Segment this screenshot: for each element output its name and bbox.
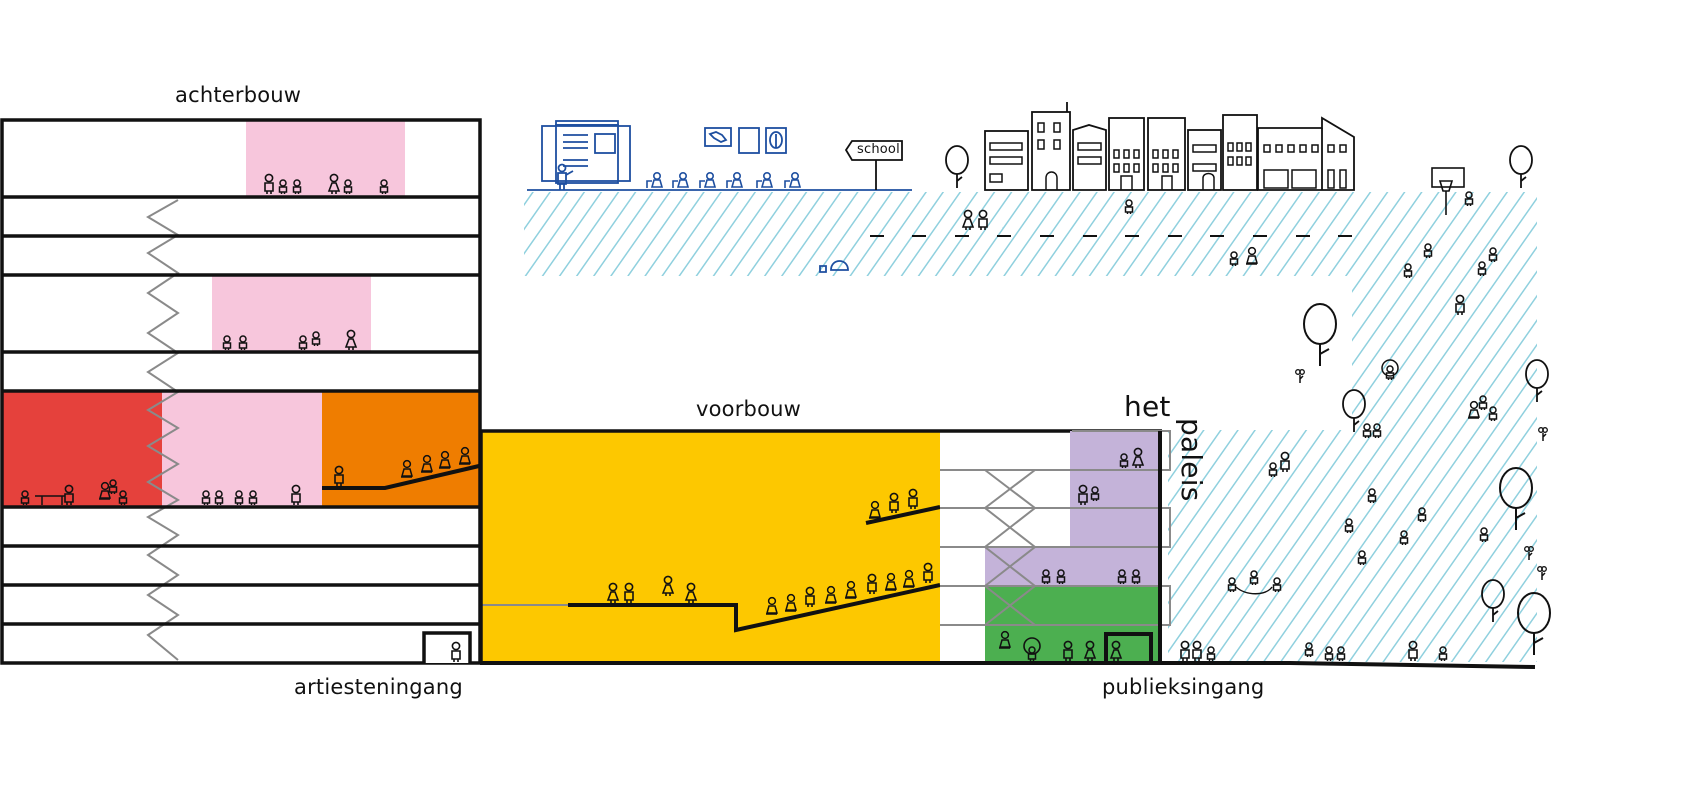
label-voorbouw: voorbouw	[696, 397, 802, 421]
letter-a-icon	[738, 127, 760, 154]
voorbouw-building	[479, 429, 1162, 663]
zone-yellow-auditorium	[481, 431, 940, 663]
label-artiesteningang: artiesteningang	[294, 675, 463, 699]
school-sign-label: school	[857, 142, 900, 157]
street-houses	[984, 102, 1355, 191]
leaf-icon	[765, 127, 787, 154]
zone-purple-upper	[1070, 431, 1160, 547]
label-het: het	[1124, 390, 1171, 423]
zone-red	[3, 392, 162, 507]
balcony	[865, 505, 941, 525]
school-signpost	[844, 140, 903, 190]
label-paleis: paleis	[1175, 418, 1208, 502]
auditorium-floor	[568, 583, 941, 633]
label-achterbouw: achterbouw	[175, 83, 302, 107]
artist-entrance-door	[422, 631, 472, 663]
basketball-hoop-icon	[1431, 167, 1465, 215]
label-publieksingang: publieksingang	[1102, 675, 1265, 699]
bench-icon	[819, 260, 849, 273]
stair-zigzag	[146, 199, 180, 661]
zone-purple-lower	[985, 547, 1160, 586]
square-activity	[945, 145, 1551, 662]
school-scene	[527, 120, 912, 273]
outdoor-square-hatch	[524, 192, 1537, 662]
foyer-building	[940, 430, 1171, 665]
square-ground-line	[1160, 661, 1536, 669]
zone-pink-floor	[162, 392, 322, 507]
achterbouw-building	[0, 118, 482, 665]
belgium-map-icon	[704, 127, 732, 147]
zone-pink-mid	[212, 276, 371, 352]
